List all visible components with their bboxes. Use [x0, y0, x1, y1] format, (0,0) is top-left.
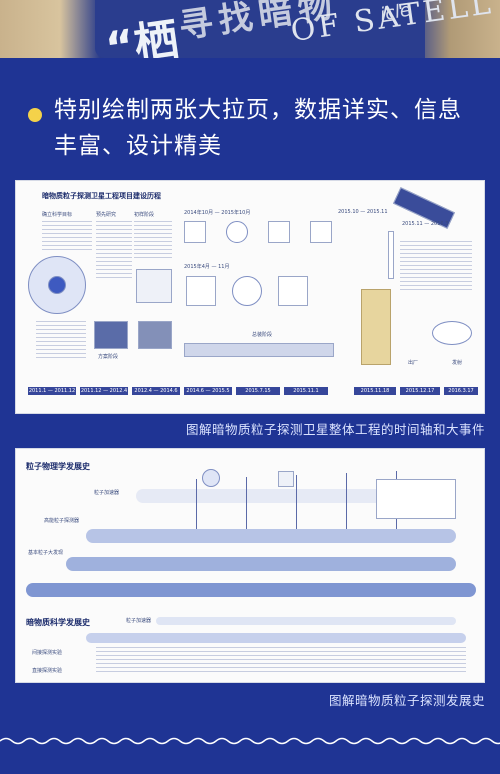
stage-label: 发射: [452, 360, 463, 366]
dark-matter-lane: [156, 617, 456, 625]
date-bar: 2016.3.17: [444, 387, 478, 395]
panel1-caption: 图解暗物质粒子探测卫星整体工程的时间轴和大事件: [185, 422, 485, 437]
satellite-module-icon: [138, 321, 172, 349]
main-time-axis: [26, 583, 476, 597]
lane-label: 粒子加速器: [126, 618, 152, 624]
panel2-caption: 图解暗物质粒子探测发展史: [328, 693, 485, 708]
stage-label: 初样阶段: [134, 212, 155, 218]
radar-dish-icon: [432, 321, 472, 345]
process-step-icon: [310, 221, 332, 243]
text-block: [36, 321, 86, 361]
text-block: [400, 241, 472, 291]
process-step-icon: [268, 221, 290, 243]
lane-label: 直接探测实验: [32, 668, 63, 674]
book-cover-big-char: “栖: [102, 14, 182, 58]
lane-label: 基本粒子大发现: [28, 550, 64, 556]
timeline-note: 2015年4月 — 11月: [184, 264, 230, 270]
book-cover-photo: “栖 寻找暗物 OF SATELL icle: [0, 0, 500, 58]
event-tick: [196, 479, 197, 529]
date-bar: 2015.11.18: [354, 387, 396, 395]
event-icon: [278, 471, 294, 487]
book-cover: [95, 0, 425, 58]
lane-label: 粒子加速器: [94, 490, 120, 496]
timeline-note: 总装阶段: [252, 332, 273, 338]
text-block: [42, 221, 92, 251]
text-block: [134, 221, 172, 261]
event-tick: [296, 475, 297, 529]
discovery-lane: [66, 557, 456, 571]
rocket-icon: [388, 231, 394, 279]
stage-label: 预先研究: [96, 212, 117, 218]
headline-text: 特别绘制两张大拉页，数据详实、信息丰富、设计精美: [54, 97, 462, 159]
section-title: 暗物质科学发展史: [26, 618, 90, 627]
launch-tower-illustration: [361, 289, 391, 365]
stage-label: 确立科学目标: [42, 212, 73, 218]
detector-lane: [86, 529, 456, 543]
feature-headline: 特别绘制两张大拉页，数据详实、信息丰富、设计精美: [22, 92, 482, 164]
process-step-icon: [226, 221, 248, 243]
date-bar: 2015.11.1: [284, 387, 328, 395]
date-bar: 2012.4 — 2014.6: [132, 387, 180, 395]
timeline-note: 2014年10月 — 2015年10月: [184, 210, 251, 216]
lane-label: 高能粒子探测器: [44, 518, 80, 524]
test-icon: [232, 276, 262, 306]
assembly-icon: [186, 276, 216, 306]
bullet-dot-icon: [28, 108, 42, 122]
section-title: 粒子物理学发展史: [26, 462, 90, 471]
date-bar: 2015.7.15: [236, 387, 280, 395]
detector-module-icon: [94, 321, 128, 349]
satellite-structure-icon: [136, 269, 172, 303]
satellite-timeline-illustration: 暗物质粒子探测卫星工程项目建设历程 确立科学目标 预先研究 方案阶段 初样阶段 …: [15, 180, 485, 414]
process-step-icon: [184, 221, 206, 243]
date-bar: 2011.12 — 2012.4: [80, 387, 128, 395]
date-bar: 2011.1 — 2011.12: [28, 387, 76, 395]
date-bar: 2014.6 — 2015.5: [184, 387, 232, 395]
text-block: [96, 221, 132, 281]
timeline-note: 2015.10 — 2015.11: [338, 209, 388, 215]
stage-label: 方案阶段: [98, 354, 119, 360]
date-bar: 2015.12.17: [400, 387, 440, 395]
particle-history-illustration: 粒子物理学发展史 粒子加速器 高能粒子探测器 基本粒子大发现 暗物质科学发展史 …: [15, 448, 485, 683]
event-icon: [202, 469, 220, 487]
wave-decoration: [0, 737, 500, 745]
lane-label: 间接探测实验: [32, 650, 63, 656]
center-node-icon: [48, 276, 66, 294]
crane-icon: [278, 276, 308, 306]
event-illustration: [376, 479, 456, 519]
dark-matter-axis: [86, 633, 466, 643]
experiment-icons-row: [96, 647, 466, 675]
timeline-title: 暗物质粒子探测卫星工程项目建设历程: [42, 192, 161, 200]
event-tick: [346, 473, 347, 529]
timeline-note: 2015.11 — 2016.3: [402, 221, 449, 227]
event-tick: [246, 477, 247, 529]
stage-label: 出厂: [408, 360, 419, 366]
train-track-illustration: [184, 343, 334, 357]
